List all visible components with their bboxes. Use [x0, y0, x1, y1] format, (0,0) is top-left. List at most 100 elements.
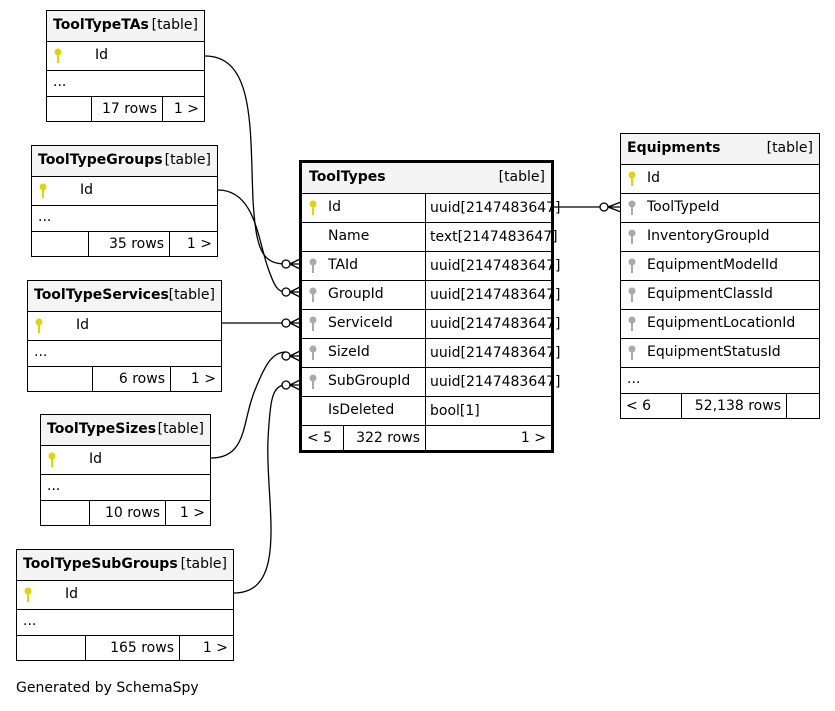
- children-link[interactable]: 1 >: [162, 97, 204, 121]
- table-footer: 10 rows 1 >: [41, 501, 210, 525]
- table-tooltypesizes[interactable]: ToolTypeSizes [table] Id ... 10 rows 1 >: [40, 414, 211, 526]
- table-footer: < 5 322 rows 1 >: [302, 426, 551, 450]
- column-row: EquipmentModelId: [621, 252, 819, 281]
- column-name: Id: [328, 199, 342, 215]
- table-header: ToolTypeTAs [table]: [47, 11, 204, 42]
- row-count: 322 rows: [343, 426, 425, 450]
- foreign-key-icon: [309, 374, 317, 389]
- table-type: [table]: [157, 421, 204, 437]
- column-name: Id: [76, 317, 90, 333]
- column-name: EquipmentModelId: [647, 257, 779, 273]
- column-type: uuid[2147483647]: [425, 368, 561, 396]
- more-columns: ...: [32, 206, 217, 232]
- table-header: ToolTypeSizes [table]: [41, 415, 210, 446]
- table-tooltypeservices[interactable]: ToolTypeServices [table] Id ... 6 rows 1…: [27, 280, 222, 392]
- column-type: uuid[2147483647]: [425, 310, 561, 338]
- table-header: ToolTypes [table]: [302, 163, 551, 194]
- row-count: 10 rows: [89, 501, 165, 525]
- table-footer: < 6 52,138 rows: [621, 394, 819, 418]
- table-type: [table]: [151, 17, 198, 33]
- column-name: SubGroupId: [328, 373, 411, 389]
- parents-link[interactable]: < 6: [626, 398, 652, 414]
- primary-key-icon: [54, 48, 62, 63]
- foreign-key-icon: [309, 316, 317, 331]
- table-equipments[interactable]: Equipments [table] Id ToolTypeId Invento…: [620, 133, 820, 419]
- table-tooltypetas[interactable]: ToolTypeTAs [table] Id ... 17 rows 1 >: [46, 10, 205, 122]
- table-type: [table]: [168, 287, 215, 303]
- crowfoot-tines: [289, 286, 301, 298]
- row-count: 165 rows: [85, 636, 179, 660]
- rel-sizes-line: [210, 351, 287, 459]
- column-name: Id: [89, 451, 103, 467]
- table-footer: 35 rows 1 >: [32, 232, 217, 256]
- foreign-key-icon: [628, 287, 636, 302]
- column-type: uuid[2147483647]: [425, 339, 561, 367]
- crowfoot-circle: [281, 380, 291, 390]
- column-row: ToolTypeId: [621, 194, 819, 223]
- generated-by-note: Generated by SchemaSpy: [16, 680, 199, 696]
- parents-cell: [17, 636, 85, 660]
- crowfoot-tines: [289, 350, 301, 362]
- column-row: Id: [47, 42, 204, 71]
- column-row: TAId uuid[2147483647]: [302, 252, 561, 281]
- column-row: Id: [32, 177, 217, 206]
- row-count: 35 rows: [88, 232, 169, 256]
- column-name: EquipmentStatusId: [647, 344, 781, 360]
- table-name[interactable]: ToolTypeServices: [34, 287, 169, 303]
- table-type: [table]: [766, 140, 813, 156]
- crowfoot-circle: [281, 351, 291, 361]
- table-header: ToolTypeServices [table]: [28, 281, 221, 312]
- more-columns: ...: [47, 71, 204, 97]
- column-row: IsDeleted bool[1]: [302, 397, 551, 426]
- table-tooltypesubgroups[interactable]: ToolTypeSubGroups [table] Id ... 165 row…: [16, 549, 234, 661]
- column-row: SubGroupId uuid[2147483647]: [302, 368, 561, 397]
- table-type: [table]: [164, 152, 211, 168]
- primary-key-icon: [48, 452, 56, 467]
- primary-key-icon: [35, 318, 43, 333]
- column-row: Id: [28, 312, 221, 341]
- more-columns: ...: [17, 610, 233, 636]
- crowfoot-circle: [281, 259, 291, 269]
- table-tooltypegroups[interactable]: ToolTypeGroups [table] Id ... 35 rows 1 …: [31, 145, 218, 257]
- foreign-key-icon: [628, 229, 636, 244]
- column-name: ToolTypeId: [647, 199, 720, 215]
- table-tooltypes[interactable]: ToolTypes [table] Id uuid[2147483647] Na…: [299, 160, 561, 453]
- column-row: SizeId uuid[2147483647]: [302, 339, 561, 368]
- crowfoot-circle: [281, 318, 291, 328]
- more-columns: ...: [41, 475, 210, 501]
- column-name: TAId: [328, 257, 359, 273]
- foreign-key-icon: [628, 258, 636, 273]
- parents-cell: [41, 501, 89, 525]
- table-name[interactable]: ToolTypeSizes: [47, 421, 157, 437]
- children-link[interactable]: 1 >: [425, 426, 551, 450]
- parents-link[interactable]: < 5: [307, 430, 333, 446]
- table-name[interactable]: ToolTypeGroups: [38, 152, 163, 168]
- column-name: IsDeleted: [328, 402, 395, 418]
- children-link[interactable]: 1 >: [165, 501, 210, 525]
- parents-cell: [28, 367, 92, 391]
- children-link[interactable]: 1 >: [170, 367, 221, 391]
- foreign-key-icon: [309, 258, 317, 273]
- table-header: ToolTypeSubGroups [table]: [17, 550, 233, 581]
- row-count: 17 rows: [91, 97, 162, 121]
- column-name: Id: [647, 170, 661, 186]
- rel-subgroups-line: [233, 384, 287, 594]
- column-row: ServiceId uuid[2147483647]: [302, 310, 561, 339]
- column-name: Id: [65, 586, 79, 602]
- column-name: Id: [95, 47, 109, 63]
- primary-key-icon: [24, 587, 32, 602]
- children-link[interactable]: 1 >: [179, 636, 233, 660]
- table-name[interactable]: Equipments: [627, 140, 721, 156]
- table-footer: 17 rows 1 >: [47, 97, 204, 121]
- table-type: [table]: [498, 169, 545, 185]
- parents-cell: [47, 97, 91, 121]
- rel-groups-line: [217, 189, 287, 293]
- crowfoot-circle: [281, 287, 291, 297]
- table-name[interactable]: ToolTypeSubGroups: [23, 556, 178, 572]
- column-name: EquipmentClassId: [647, 286, 773, 302]
- children-link[interactable]: 1 >: [169, 232, 217, 256]
- table-name[interactable]: ToolTypeTAs: [53, 17, 149, 33]
- foreign-key-icon: [309, 287, 317, 302]
- column-name: SizeId: [328, 344, 370, 360]
- table-name[interactable]: ToolTypes: [309, 169, 386, 185]
